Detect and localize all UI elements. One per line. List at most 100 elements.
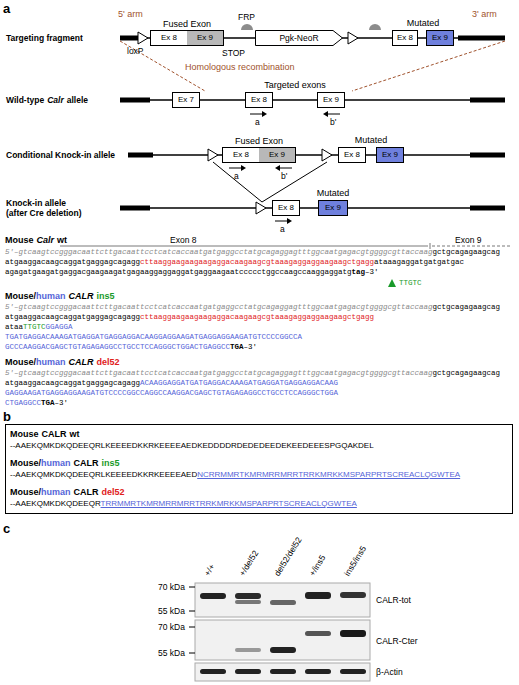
label-text: ataa: [5, 323, 23, 331]
blot-band: [235, 593, 261, 599]
text-line: Knock-in allele: [6, 199, 66, 208]
label-text: +/ins5: [307, 553, 328, 578]
genomic-segment: [470, 153, 505, 158]
label-text: GAGGAAGATGAGGAGGAAGATGTCCCCGGCCAGGCCAAGG…: [5, 389, 338, 397]
exon-segment: Ex 8: [151, 31, 187, 45]
blot-band: [200, 593, 226, 599]
text-line: atgaaggacaagcaggatgaggagcagaggcttaaggaag…: [5, 314, 374, 322]
marker-tick: [189, 587, 195, 588]
exon-box: Ex 8: [272, 200, 300, 216]
text-line: agagatgaagatgaggacgaagaagatgagaaggaggagg…: [5, 269, 379, 277]
text-line: c: [3, 522, 10, 535]
primer-arrow-head: [287, 218, 292, 224]
node-text: Ex 8: [397, 34, 413, 42]
label-text: ins5: [102, 458, 120, 468]
label-text: tag: [352, 268, 366, 276]
label-text: 5'–gtcaagtccgggacaattcttgacaattcctcatcac…: [5, 248, 433, 256]
exon-box: Ex 9: [426, 30, 454, 46]
blot-band: [270, 669, 296, 674]
exon-group: MutatedEx 8Ex 9: [338, 147, 404, 163]
text-line: CTGAGGCCTGA–3': [5, 400, 68, 408]
label-text: 70 kDa: [158, 622, 185, 632]
label-text: --AAEKQMKDKQDEEQR: [10, 499, 101, 508]
text-line: +/ins5: [308, 554, 327, 578]
blot-band: [340, 669, 366, 674]
label-text: atgaaggacaagcaggatgaggagcagagg: [5, 258, 140, 266]
genomic-segment: [470, 206, 505, 211]
primer-arrow: [275, 221, 288, 222]
blot-membrane: [195, 620, 370, 660]
exon-group: MutatedEx 8Ex 9: [392, 30, 454, 46]
label-text: a: [255, 117, 260, 127]
exon-box: Ex 9: [376, 147, 404, 163]
node-text: Ex 7: [178, 96, 194, 104]
primer-arrow: [250, 114, 263, 115]
exon-box: Ex 8: [338, 147, 366, 163]
label-text: Mouse/: [10, 487, 41, 497]
label-text: atgaaggacaagcaggatgaggagcagagg: [5, 313, 140, 321]
loxp-triangle: [138, 32, 148, 44]
label-text: --AAEKQMKDKQDEEQRLKEEEEDKKRKEEEEAED: [10, 470, 197, 479]
label-text: 5'–gtcaagtccgggacaattcttgacaattcctcatcac…: [5, 303, 433, 311]
text-line: b': [330, 118, 336, 127]
node-text: Pgk-NeoR: [279, 34, 318, 43]
node-text: Ex 9: [432, 34, 448, 42]
label-text: β-Actin: [376, 667, 403, 677]
label-text: ins5: [97, 291, 115, 301]
node-text: Ex 8: [344, 151, 360, 159]
label-text: agagatgaagatgaggacgaagaagatgagaaggaggagg…: [5, 268, 352, 276]
label-text: +/+: [202, 562, 217, 578]
text-line: GAGGAAGATGAGGAGGAAGATGTCCCCGGCCAGGCCAAGG…: [5, 390, 338, 398]
label-text: del52: [102, 487, 125, 497]
label-text: Knock-in allele: [6, 198, 66, 208]
label-text: CTGAGGCC: [5, 399, 41, 407]
label-text: Wild-type: [6, 95, 44, 105]
label-text: 5'–gtcaagtccgggacaattcttgacaattcctcatcac…: [5, 369, 433, 377]
primer-arrow-head: [241, 165, 246, 171]
text-line: ins5/ins5: [343, 545, 368, 578]
text-line: MouseCalrwt: [5, 236, 67, 245]
text-line: a: [280, 225, 285, 234]
label-text: 55 kDa: [158, 606, 185, 616]
exon-box: Ex 9: [317, 92, 345, 108]
text-line: Exon 9: [455, 236, 481, 245]
label-text: CALR-tot: [376, 595, 411, 605]
text-line: a: [234, 172, 239, 181]
label-text: 5' arm: [118, 9, 143, 19]
loxp-triangle: [208, 149, 218, 161]
cre-excision-line: [213, 162, 262, 202]
text-line: STOP: [222, 49, 245, 58]
label-text: Mouse/: [10, 458, 41, 468]
loxp-triangle: [348, 32, 358, 44]
label-text: gctgcagagaagcag: [433, 303, 501, 311]
label-text: ACAAGGAGGATGATGAGGACAAAGATGAGGATGAGGAGGA…: [140, 379, 338, 387]
loxp-triangle: [322, 149, 332, 161]
blot-band: [340, 592, 366, 598]
text-line: 3' arm: [472, 10, 497, 19]
genomic-segment: [470, 98, 505, 103]
exon-box: Ex 9: [318, 200, 348, 216]
label-text: CALR: [69, 291, 94, 301]
label-text: allele: [67, 95, 88, 105]
blot-band: [270, 600, 296, 605]
text-line: ataaTTGTCGGAGGA: [5, 324, 73, 332]
label-text: b': [281, 171, 287, 181]
blot-band: [305, 669, 331, 674]
frt-site: [241, 24, 253, 30]
text-line: FRP: [238, 13, 255, 22]
text-line: --AAEKQMKDKQDEEQRTRRMMRTKMRMRRMRRTRRKMRK…: [10, 500, 357, 508]
text-line: TTGTC: [399, 280, 422, 288]
exon-group: MutatedEx 9: [318, 200, 348, 216]
label-text: –3': [365, 268, 379, 276]
marker-tick: [189, 627, 195, 628]
label-text: c: [3, 521, 10, 536]
primer-arrow: [279, 168, 292, 169]
text-line: 5'–gtcaagtccgggacaattcttgacaattcctcatcac…: [5, 370, 500, 378]
blot-band: [235, 600, 261, 604]
label-text: Mouse/: [5, 291, 36, 301]
blot-band: [340, 630, 366, 637]
label-text: (after Cre deletion): [6, 208, 82, 218]
group-heading: Mutated: [317, 189, 350, 198]
text-line: CALR-Cter: [376, 637, 418, 646]
text-line: 5'–gtcaagtccgggacaattcttgacaattcctcatcac…: [5, 304, 500, 312]
